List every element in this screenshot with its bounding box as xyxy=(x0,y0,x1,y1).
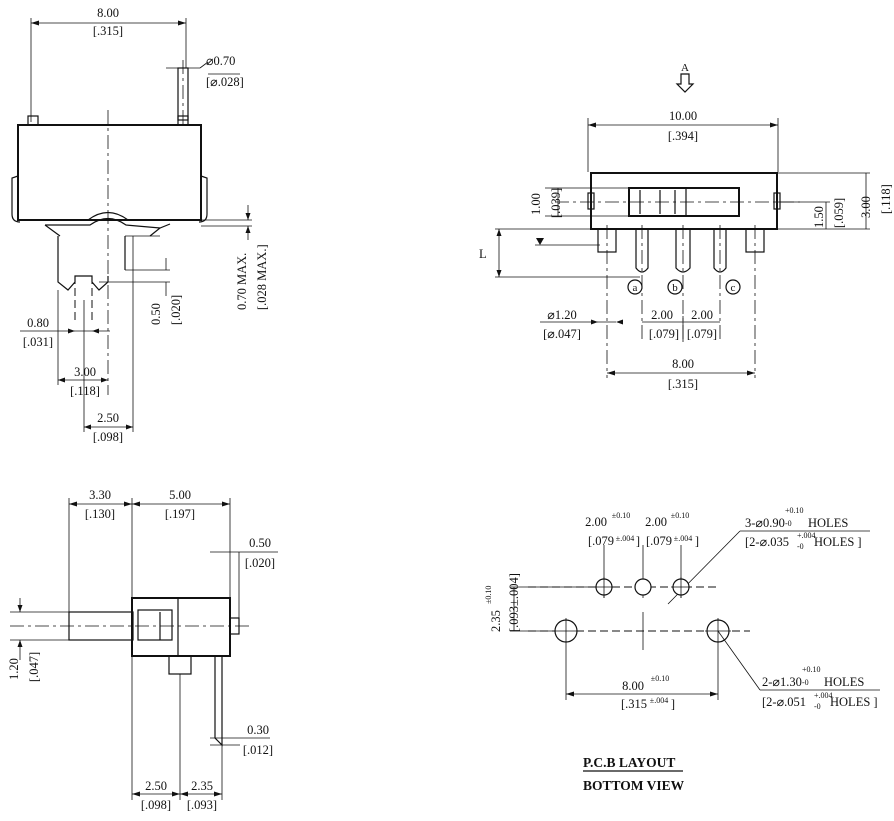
bottom-left-view: 3.30 [.130] 5.00 [.197] 0.50 [.020] 1.20… xyxy=(7,488,278,812)
tr-left-h-in: [.039] xyxy=(549,188,563,218)
pcb-small-holes: 3-⌀0.90 xyxy=(745,516,785,530)
tr-width-in: [.394] xyxy=(668,129,698,143)
bl-c-in: [.020] xyxy=(245,556,275,570)
tr-width-mm: 10.00 xyxy=(669,109,697,123)
tl-width-in: [.315] xyxy=(93,24,123,38)
tr-pitch2-in: [.079] xyxy=(687,327,717,341)
pcb-pitch1-in: [.079 xyxy=(588,534,614,548)
pcb-vert-tol: ±0.10 xyxy=(484,586,493,604)
tl-step-mm: 0.50 xyxy=(149,303,163,325)
tr-right-a-in: [.059] xyxy=(832,198,846,228)
tr-pitch1-mm: 2.00 xyxy=(651,308,673,322)
pcb-pitch1-in-tol: ±.004 xyxy=(616,534,634,543)
pcb-pitch2-in-tol: ±.004 xyxy=(674,534,692,543)
tr-span-mm: 8.00 xyxy=(672,357,694,371)
bl-t-in: [.012] xyxy=(243,743,273,757)
tl-offset-max-in: [.028 MAX.] xyxy=(255,244,269,310)
tl-width-mm: 8.00 xyxy=(97,6,119,20)
tl-pin-w-in: [.031] xyxy=(23,335,53,349)
tr-hole-mm: ⌀1.20 xyxy=(547,308,576,322)
pcb-subtitle: BOTTOM VIEW xyxy=(583,778,685,793)
top-right-view: A 10.00 [.394] 1.00 [.039] L xyxy=(479,62,893,391)
pcb-small-holes-in-word: HOLES ] xyxy=(814,535,862,549)
tl-pitch-a-in: [.118] xyxy=(70,384,100,398)
tr-hole-in: [⌀.047] xyxy=(543,327,581,341)
tr-right-b-mm: 3.00 xyxy=(859,196,873,218)
pcb-title: P.C.B LAYOUT xyxy=(583,755,675,770)
bl-h-mm: 1.20 xyxy=(7,658,21,680)
pcb-span-mm: 8.00 xyxy=(622,679,644,693)
pcb-small-holes-in-tol-down: -0 xyxy=(797,542,804,551)
pcb-pitch2-tol: ±0.10 xyxy=(671,511,689,520)
bl-b-mm: 5.00 xyxy=(169,488,191,502)
pin-label-b: b xyxy=(672,282,678,294)
tr-left-h-mm: 1.00 xyxy=(529,193,543,215)
bl-b-in: [.197] xyxy=(165,507,195,521)
tr-l-label: L xyxy=(479,247,487,261)
pin-label-c: c xyxy=(731,282,736,294)
bl-d-in: [.098] xyxy=(141,798,171,812)
pcb-small-holes-word: HOLES xyxy=(808,516,848,530)
pcb-small-holes-tol-down: -0 xyxy=(785,519,792,528)
pcb-pitch1-in-end: ] xyxy=(636,534,640,548)
pcb-pitch1-mm: 2.00 xyxy=(585,515,607,529)
pcb-big-holes-in: [2-⌀.051 xyxy=(762,695,806,709)
pcb-big-holes-in-tol-down: -0 xyxy=(814,702,821,711)
tr-right-b-in: [.118] xyxy=(879,184,893,214)
tl-pin-dia-mm: ⌀0.70 xyxy=(206,54,235,68)
pcb-pitch1-tol: ±0.10 xyxy=(612,511,630,520)
pcb-small-holes-in: [2-⌀.035 xyxy=(745,535,789,549)
pcb-pitch2-in: [.079 xyxy=(646,534,672,548)
pcb-big-holes-in-word: HOLES ] xyxy=(830,695,878,709)
tr-span-in: [.315] xyxy=(668,377,698,391)
pcb-big-holes: 2-⌀1.30 xyxy=(762,675,802,689)
tl-pitch-b-mm: 2.50 xyxy=(97,411,119,425)
pcb-vert-mm: 2.35 xyxy=(489,610,503,632)
pcb-vert-in: [.093±.004] xyxy=(507,573,521,632)
tl-offset-max-mm: 0.70 MAX. xyxy=(235,253,249,310)
bl-e-in: [.093] xyxy=(187,798,217,812)
bl-t-mm: 0.30 xyxy=(247,723,269,737)
pcb-span-in-end: ] xyxy=(671,697,675,711)
bl-a-mm: 3.30 xyxy=(89,488,111,502)
tl-pitch-a-mm: 3.00 xyxy=(74,365,96,379)
pcb-span-in: [.315 xyxy=(621,697,647,711)
tl-step-in: [.020] xyxy=(169,295,183,325)
pin-label-a: a xyxy=(633,282,638,294)
view-arrow-icon xyxy=(675,73,695,93)
tr-right-a-mm: 1.50 xyxy=(812,206,826,228)
pcb-span-tol: ±0.10 xyxy=(651,674,669,683)
tl-pitch-b-in: [.098] xyxy=(93,430,123,444)
pcb-span-in-tol: ±.004 xyxy=(650,696,668,705)
pcb-big-holes-word: HOLES xyxy=(824,675,864,689)
pcb-big-holes-tol-down: -0 xyxy=(802,678,809,687)
bl-e-mm: 2.35 xyxy=(191,779,213,793)
bl-d-mm: 2.50 xyxy=(145,779,167,793)
pcb-small-holes-tol-up: +0.10 xyxy=(785,506,804,515)
pcb-pitch2-in-end: ] xyxy=(695,534,699,548)
bl-a-in: [.130] xyxy=(85,507,115,521)
tl-pin-dia-in: [⌀.028] xyxy=(206,75,244,89)
bl-h-in: [.047] xyxy=(27,652,41,682)
pcb-big-holes-tol-up: +0.10 xyxy=(802,665,821,674)
pcb-big-holes-in-tol-up: +.004 xyxy=(814,691,833,700)
pcb-small-holes-in-tol-up: +.004 xyxy=(797,531,816,540)
pcb-layout-view: 2.00 ±0.10 [.079 ±.004 ] 2.00 ±0.10 [.07… xyxy=(484,506,880,793)
tl-pin-w-mm: 0.80 xyxy=(27,316,49,330)
view-a-label: A xyxy=(681,62,689,74)
top-left-view: 8.00 [.315] ⌀0.70 [⌀.028] xyxy=(11,6,269,444)
tr-pitch2-mm: 2.00 xyxy=(691,308,713,322)
pcb-pitch2-mm: 2.00 xyxy=(645,515,667,529)
tr-pitch1-in: [.079] xyxy=(649,327,679,341)
bl-c-mm: 0.50 xyxy=(249,536,271,550)
